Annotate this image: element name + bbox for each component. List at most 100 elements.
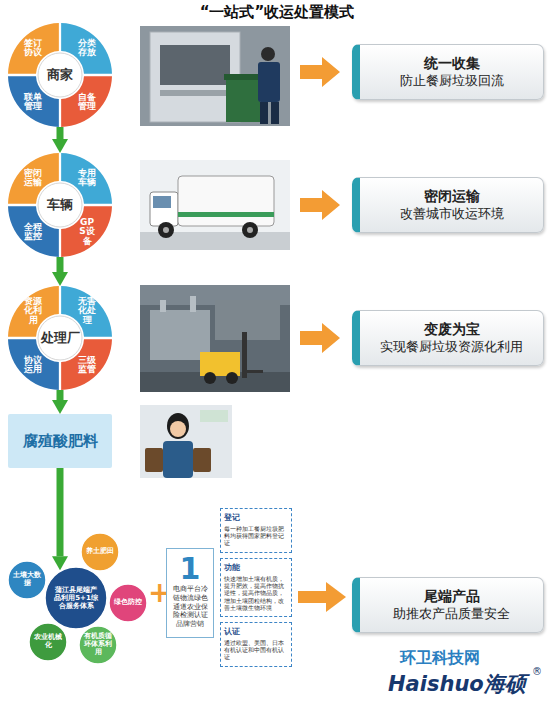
hub-circle: 蒲江县尾端产品利用5+1综合服务体系 bbox=[44, 566, 108, 630]
diagram-title: “一站式”收运处置模式 bbox=[0, 3, 554, 22]
photo-collection bbox=[271, 102, 279, 124]
node-label: 密闭运输 bbox=[366, 187, 537, 205]
node-body: 防止餐厨垃圾回流 bbox=[366, 73, 537, 90]
node-label: 1 bbox=[170, 552, 210, 585]
node-label: 密闭运输 bbox=[23, 169, 43, 188]
node-label: 统一收集 bbox=[366, 54, 537, 72]
ring-segment: 三级监管 bbox=[75, 350, 99, 380]
node-label: 全程监控 bbox=[23, 223, 43, 242]
product-box: 腐殖酸肥料 bbox=[8, 414, 112, 468]
photo-collection bbox=[261, 47, 275, 61]
node-label: 联单管理 bbox=[23, 93, 43, 112]
flow-arrow bbox=[57, 468, 64, 556]
fertilizer-photo bbox=[140, 405, 232, 478]
node-label: 专用车辆 bbox=[77, 169, 97, 188]
node-label: 有机质循环体系利用 bbox=[82, 633, 114, 656]
truck-photo bbox=[178, 212, 274, 217]
node-label: 车辆 bbox=[47, 196, 73, 214]
fertilizer-photo bbox=[200, 410, 228, 422]
fertilizer-photo bbox=[167, 413, 189, 439]
ring-segment: 自备管理 bbox=[75, 87, 99, 117]
node-label: 蒲江县尾端产品利用5+1综合服务体系 bbox=[52, 586, 100, 610]
circle-fill bbox=[81, 533, 119, 571]
service-circle: 土壤大数据 bbox=[7, 560, 47, 600]
truck-photo bbox=[153, 196, 171, 208]
info-section: 功能快速增加土壤有机质，提升肥效，提高作物抗逆性，提高作物品质，增加土壤团粒结构… bbox=[220, 558, 292, 617]
truck-photo bbox=[150, 192, 178, 226]
flow-arrow bbox=[57, 127, 64, 139]
photo-collection bbox=[258, 62, 280, 102]
node-body: 改善城市收运环境 bbox=[366, 206, 537, 223]
flow-arrow bbox=[298, 591, 326, 603]
circle-fill bbox=[8, 561, 46, 599]
result-box: 尾端产品助推农产品质量安全 bbox=[352, 577, 544, 633]
orange-arrow bbox=[300, 323, 340, 353]
ring-segment: 资源化利用 bbox=[21, 296, 45, 326]
ring-segment: GPS设备 bbox=[75, 217, 99, 247]
plant-photo bbox=[242, 332, 247, 378]
node-body: 通过欧盟、美国、日本有机认证和中国有机认证 bbox=[224, 639, 288, 661]
node-body: 助推农产品质量安全 bbox=[366, 606, 537, 623]
process-circle: 处理厂 资源化利用 无害化处理三级监管 协议运用 bbox=[8, 286, 112, 390]
node-label: 商家 bbox=[47, 66, 73, 84]
node-label: 处理厂 bbox=[41, 329, 80, 347]
node-label: 登记 bbox=[224, 512, 288, 523]
truck-photo bbox=[247, 227, 253, 233]
circle-fill bbox=[109, 584, 147, 622]
node-label: 协议运用 bbox=[23, 356, 43, 375]
watermark: Haishuo海硕 bbox=[388, 670, 526, 698]
photo-collection bbox=[140, 26, 290, 126]
node-label: 功能 bbox=[224, 562, 288, 573]
photo-collection bbox=[224, 74, 262, 80]
ring-segment: 分类存放 bbox=[75, 33, 99, 63]
node-body: 快速增加土壤有机质，提升肥效，提高作物抗逆性，提高作物品质，增加土壤团粒结构，改… bbox=[224, 575, 288, 611]
truck-photo bbox=[140, 160, 290, 250]
flow-arrow bbox=[57, 257, 64, 272]
circle-fill bbox=[79, 626, 117, 664]
service-circle: 绿色防控 bbox=[108, 583, 148, 623]
service-circle: 养土肥田 bbox=[80, 532, 120, 572]
center-disc bbox=[38, 53, 82, 97]
plant-photo bbox=[160, 300, 166, 312]
truck-photo bbox=[163, 227, 169, 233]
orange-arrow bbox=[300, 57, 340, 87]
photo-collection bbox=[226, 78, 260, 122]
node-label: 签订协议 bbox=[23, 39, 43, 58]
watermark: 环卫科技网 bbox=[400, 648, 480, 669]
node-label: 无害化处理 bbox=[77, 297, 97, 325]
truck-photo bbox=[158, 222, 174, 238]
orange-arrow bbox=[300, 190, 340, 220]
ring-segment: 专用车辆 bbox=[75, 163, 99, 193]
info-section: 登记每一种加工餐厨垃圾肥料均获得国家肥料登记证 bbox=[220, 508, 292, 553]
watermark: ® bbox=[532, 666, 542, 677]
plant-photo bbox=[140, 285, 290, 392]
result-box: 密闭运输改善城市收运环境 bbox=[352, 177, 544, 233]
ring-segment: 签订协议 bbox=[21, 33, 45, 63]
result-box: 变废为宝实现餐厨垃圾资源化利用 bbox=[352, 310, 544, 366]
circle-fill bbox=[45, 567, 107, 629]
flow-arrow bbox=[57, 390, 64, 400]
plant-photo bbox=[226, 372, 238, 384]
node-label: 资源化利用 bbox=[23, 297, 43, 325]
node-label: 自备管理 bbox=[77, 93, 97, 112]
platform-box: 1电商平台冷链物流绿色通道农业保险检测认证品牌营销 bbox=[166, 548, 214, 638]
node-label: 绿色防控 bbox=[112, 599, 144, 607]
center-disc bbox=[38, 316, 82, 360]
ring-segment: 无害化处理 bbox=[75, 296, 99, 326]
result-box: 统一收集防止餐厨垃圾回流 bbox=[352, 44, 544, 100]
circle-fill bbox=[29, 623, 67, 661]
process-circle: 车辆密闭运输 专用车辆 GPS设备 全程监控 bbox=[8, 153, 112, 257]
node-label: 分类存放 bbox=[77, 39, 97, 58]
ring-segment: 密闭运输 bbox=[21, 163, 45, 193]
node-label: 尾端产品 bbox=[366, 587, 537, 605]
photo-collection bbox=[160, 90, 230, 96]
plant-photo bbox=[190, 296, 196, 312]
ring-segment: 全程监控 bbox=[21, 217, 45, 247]
service-circle: 农业机械化 bbox=[28, 622, 68, 662]
photo-collection bbox=[140, 26, 290, 126]
plant-photo bbox=[204, 372, 216, 384]
truck-photo bbox=[140, 160, 290, 250]
connector-group bbox=[60, 127, 326, 597]
plant-photo bbox=[140, 285, 290, 392]
node-body: 实现餐厨垃圾资源化利用 bbox=[366, 339, 537, 356]
